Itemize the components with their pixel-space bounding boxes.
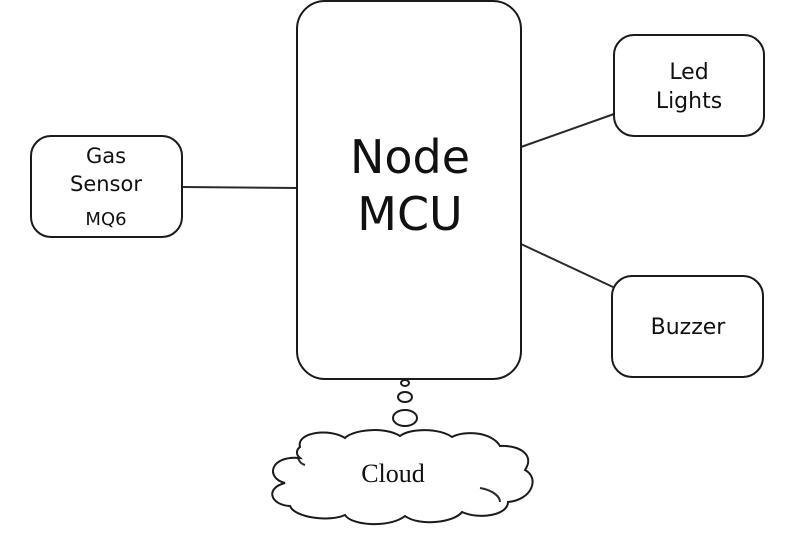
node-buzzer: Buzzer [611, 275, 764, 378]
node-nodemcu: Node MCU [296, 0, 522, 380]
node-led-lights: Led Lights [613, 34, 765, 137]
led-lights-label-line-1: Led [669, 60, 708, 85]
cloud-inner-curve-right [479, 487, 501, 503]
gas-sensor-box [30, 135, 183, 238]
edge-nodemcu-to-buzzer [520, 243, 614, 288]
thought-bubble-small [400, 379, 410, 387]
edge-gas-sensor-to-nodemcu [181, 186, 298, 189]
node-gas-sensor: Gas Sensor MQ6 [30, 135, 183, 238]
cloud-label: Cloud [361, 459, 425, 488]
thought-bubble-large [392, 409, 418, 427]
cloud-shape [271, 429, 534, 526]
nodemcu-box [296, 0, 522, 380]
buzzer-label: Buzzer [651, 315, 727, 340]
cloud-inner-curve-left [297, 457, 306, 466]
led-lights-label-line-2: Lights [656, 89, 722, 114]
gas-sensor-label-line-2: Sensor [70, 172, 142, 196]
nodemcu-label-line-2: MCU [357, 187, 462, 241]
edge-nodemcu-to-led-lights [520, 113, 615, 148]
led-lights-box [613, 34, 765, 137]
gas-sensor-label-line-3: MQ6 [85, 209, 126, 230]
gas-sensor-label-line-1: Gas [86, 144, 126, 168]
thought-bubbles [392, 379, 418, 427]
node-cloud: Cloud [271, 429, 534, 526]
buzzer-box [611, 275, 764, 378]
nodemcu-label-line-1: Node [350, 130, 470, 184]
thought-bubble-medium [397, 391, 413, 403]
